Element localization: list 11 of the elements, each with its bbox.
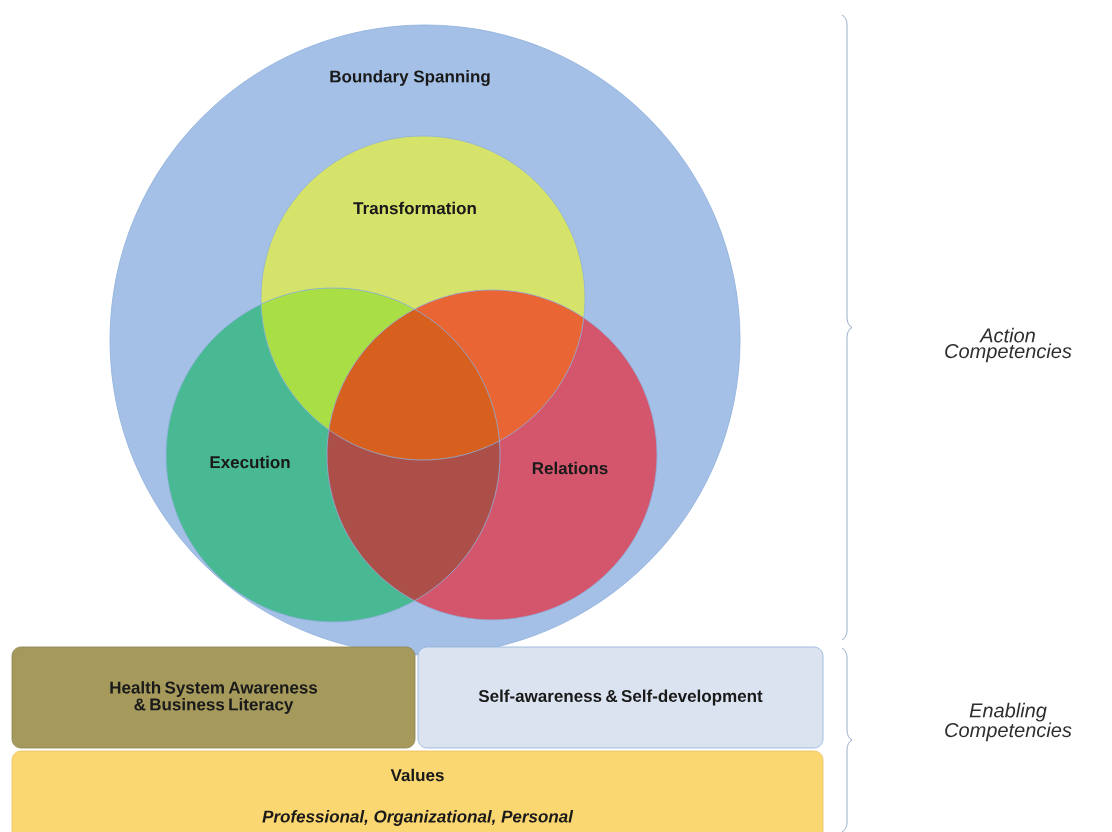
competency-box: Self-awareness & Self-development [417, 646, 824, 749]
circle-label: Boundary Spanning [330, 70, 490, 86]
venn-circle [326, 289, 658, 621]
circle-label: Relations [532, 461, 608, 475]
circle-label: Execution [210, 455, 290, 469]
brace-label: Enabling Competencies [945, 702, 1072, 742]
competency-box: Values Professional, Organizational, Personal [11, 750, 824, 832]
venn-circle [165, 287, 501, 623]
brace-label: Action Competencies [945, 327, 1072, 363]
competency-box: Health System Awareness & Business Literacy [11, 646, 416, 749]
circle-label: Transformation [353, 201, 476, 215]
